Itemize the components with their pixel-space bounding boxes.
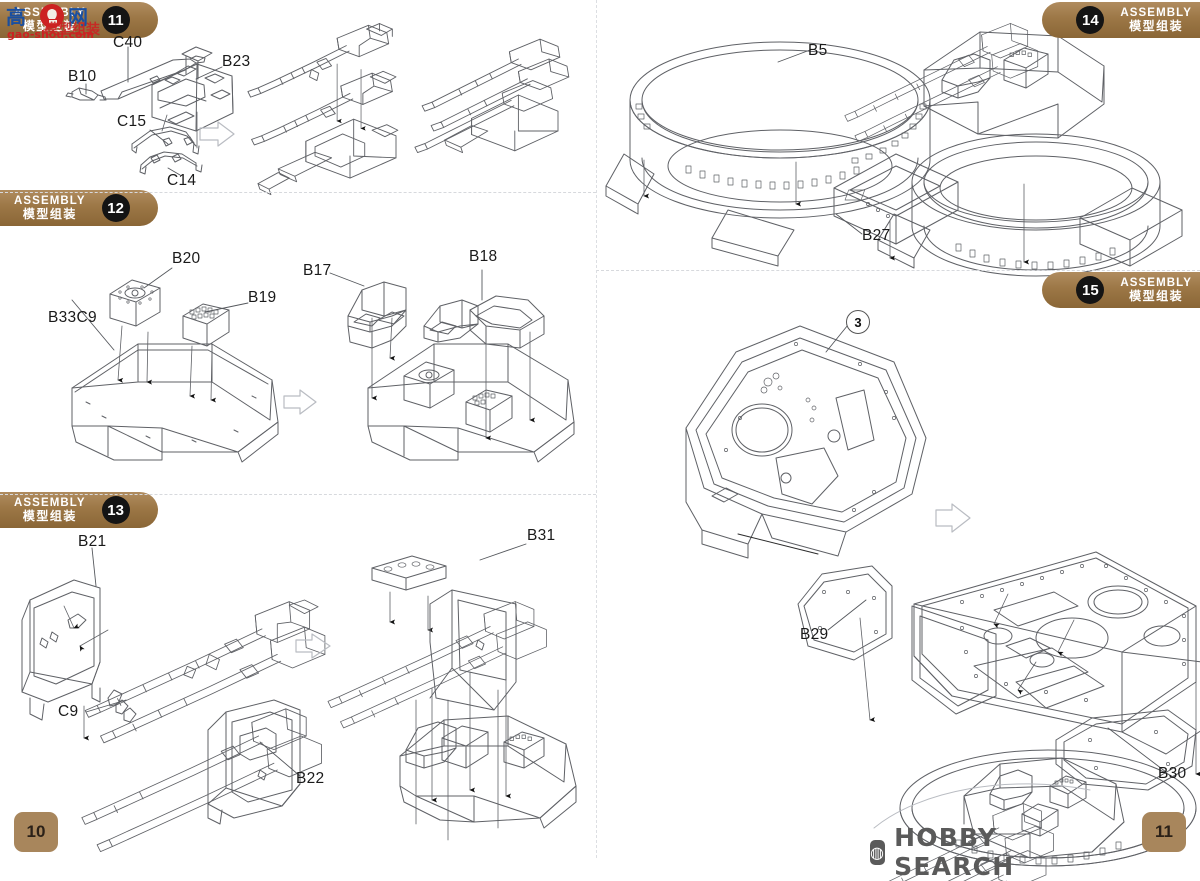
progress-arrows: [199, 121, 971, 659]
hobby-search-logo-icon: ◍: [870, 839, 886, 865]
part-label-b30: B30: [1158, 765, 1187, 782]
section-header-15-en: ASSEMBLY: [1120, 277, 1192, 290]
part-label-b27: B27: [862, 227, 891, 244]
divider-step12-step13: [0, 494, 596, 495]
section-header-14: 14 ASSEMBLY 模型组装: [1042, 2, 1200, 38]
part-label-c9: C9: [58, 703, 79, 720]
step-badge-12: 12: [101, 194, 130, 222]
part-label-c15: C15: [117, 113, 147, 130]
line-art-layer: [21, 23, 1200, 881]
section-header-12-en: ASSEMBLY: [14, 195, 86, 208]
assembly-drawings: [21, 23, 1200, 881]
section-header-12-cn: 模型组装: [22, 206, 77, 221]
part-label-b20: B20: [172, 250, 201, 267]
section-header-15-text: ASSEMBLY 模型组装: [1120, 277, 1192, 303]
divider-columns: [596, 0, 597, 858]
progress-arrow-step13: [295, 633, 331, 659]
step-badge-11: 11: [101, 6, 130, 34]
section-header-12: ASSEMBLY 模型组装 12: [0, 190, 158, 226]
part-label-b17: B17: [303, 262, 332, 279]
part-label-b18: B18: [469, 248, 498, 265]
part-label-b31: B31: [527, 527, 556, 544]
svg-text:网: 网: [68, 5, 88, 29]
part-label-b21: B21: [78, 533, 107, 550]
gaoshou-logo-icon: 高 网 gao-shou.com 模型组装: [6, 4, 101, 41]
step-badge-13: 13: [101, 496, 130, 524]
hobby-search-watermark: ◍ HOBBY SEARCH: [870, 823, 1035, 881]
svg-text:gao-shou.com: gao-shou.com: [7, 28, 94, 41]
section-header-15: 15 ASSEMBLY 模型组装: [1042, 272, 1200, 308]
part-label-b33c9: B33C9: [48, 309, 97, 326]
section-header-15-cn: 模型组装: [1129, 288, 1184, 303]
section-header-14-cn: 模型组装: [1129, 18, 1184, 33]
part-label-b19: B19: [248, 289, 277, 306]
step-reference-callout-3: 3: [846, 310, 870, 334]
progress-arrow-step15: [935, 503, 971, 533]
progress-arrow-step11: [199, 121, 235, 147]
part-label-b23: B23: [222, 53, 251, 70]
part-label-b29: B29: [800, 626, 829, 643]
part-label-c40: C40: [113, 34, 143, 51]
step-badge-14: 14: [1076, 6, 1105, 34]
page-number-right: 11: [1142, 812, 1186, 852]
section-header-12-text: ASSEMBLY 模型组装: [14, 195, 86, 221]
part-label-b10: B10: [68, 68, 97, 85]
svg-text:模型组装: 模型组装: [44, 21, 101, 38]
divider-step11-step12: [0, 192, 596, 193]
section-header-13-en: ASSEMBLY: [14, 497, 86, 510]
hobby-search-label: HOBBY SEARCH: [894, 823, 1015, 881]
step-badge-15: 15: [1076, 276, 1105, 304]
divider-step14-step15: [596, 270, 1200, 271]
page-number-left: 10: [14, 812, 58, 852]
gaoshou-watermark: 高 网 gao-shou.com 模型组装: [4, 2, 154, 42]
section-header-14-text: ASSEMBLY 模型组装: [1120, 7, 1192, 33]
part-label-b22: B22: [296, 770, 325, 787]
progress-arrow-step12: [283, 389, 317, 415]
section-header-14-en: ASSEMBLY: [1120, 7, 1192, 20]
section-header-13: ASSEMBLY 模型组装 13: [0, 492, 158, 528]
part-label-c14: C14: [167, 172, 197, 189]
part-label-b5: B5: [808, 42, 828, 59]
section-header-13-cn: 模型组装: [22, 508, 77, 523]
svg-text:高: 高: [6, 5, 26, 29]
section-header-13-text: ASSEMBLY 模型组装: [14, 497, 86, 523]
